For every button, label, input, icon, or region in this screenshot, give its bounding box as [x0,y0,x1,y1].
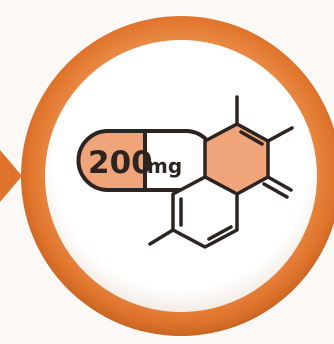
molecule-structure-icon [148,95,294,249]
dose-value-label: 200 [88,145,153,181]
dose-unit-label: mg [147,154,182,178]
inner-white-circle [45,40,317,312]
arrow-right-icon [0,150,22,202]
molecule-lower-ring [171,175,239,249]
capsule-icon [76,128,217,192]
